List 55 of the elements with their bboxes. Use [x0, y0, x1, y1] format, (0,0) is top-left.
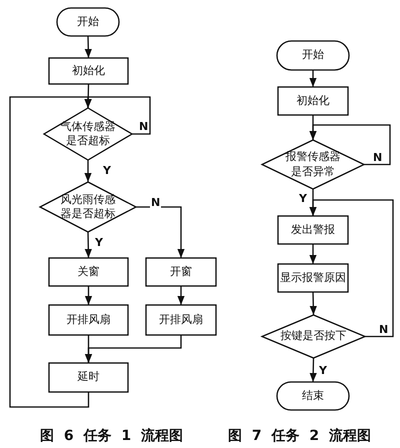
- terminal-shape: [277, 41, 349, 70]
- arrow: [177, 286, 185, 305]
- arrow: [84, 160, 92, 182]
- node-label: 开始: [302, 48, 324, 63]
- decision-diamond: [262, 140, 364, 189]
- edge-label: Y: [318, 365, 328, 376]
- process-box: [278, 264, 348, 292]
- node-label: 开排风扇: [159, 312, 203, 328]
- arrow: [84, 286, 92, 305]
- edge-label: N: [372, 152, 384, 163]
- decision-diamond: [40, 182, 136, 232]
- figure-caption: 图 6 任务 1 流程图: [40, 427, 183, 445]
- node-label: 关窗: [78, 264, 100, 280]
- process-box: [146, 305, 216, 335]
- process-box: [49, 258, 128, 286]
- process-box: [49, 305, 128, 335]
- arrow: [310, 358, 317, 382]
- node-label: 按键是否按下: [280, 329, 348, 344]
- node-label: 开窗: [170, 264, 192, 280]
- arrow: [9, 96, 92, 408]
- figure-caption: 图 7 任务 2 流程图: [228, 427, 371, 445]
- arrow: [84, 36, 92, 58]
- node-label: 初始化: [72, 64, 105, 78]
- edge-label: N: [378, 324, 390, 335]
- arrow: [309, 199, 394, 338]
- decision-diamond: [262, 315, 365, 358]
- node-label: 风光雨传感器是否超标: [60, 192, 116, 222]
- terminal-shape: [57, 8, 119, 36]
- arrow: [136, 206, 185, 258]
- process-box: [49, 58, 128, 84]
- edge-label: N: [150, 197, 162, 208]
- process-box: [49, 363, 128, 392]
- arrow: [310, 292, 317, 316]
- node-label: 报警传感器是否异常: [284, 150, 342, 179]
- arrow: [309, 124, 391, 166]
- node-label: 显示报警原因: [280, 270, 346, 286]
- terminal-shape: [277, 382, 349, 410]
- node-label: 发出警报: [291, 222, 335, 238]
- arrow: [309, 244, 317, 264]
- arrow: [309, 70, 317, 87]
- node-label: 结束: [302, 388, 324, 404]
- edge-label: Y: [298, 193, 308, 204]
- edge-label: N: [138, 121, 150, 132]
- node-label: 开始: [77, 14, 99, 30]
- edge-label: Y: [102, 165, 112, 176]
- node-label: 延时: [78, 370, 100, 385]
- node-label: 初始化: [296, 94, 330, 108]
- arrow: [84, 232, 92, 258]
- edge-label: Y: [94, 237, 104, 248]
- node-label: 开排风扇: [66, 312, 110, 328]
- process-box: [278, 87, 348, 115]
- decision-diamond: [44, 108, 132, 160]
- process-box: [278, 216, 348, 244]
- process-box: [146, 258, 216, 286]
- arrow: [84, 335, 182, 363]
